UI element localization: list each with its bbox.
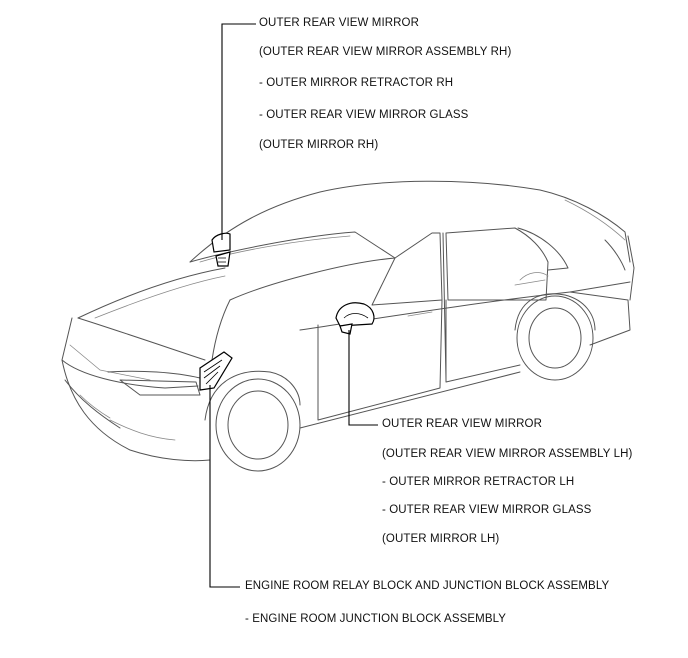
rh-mirror-glass-label: - OUTER REAR VIEW MIRROR GLASS (259, 109, 469, 121)
lh-mirror-part (335, 302, 375, 335)
lh-mirror-glass-sub-label: (OUTER MIRROR LH) (382, 533, 500, 545)
lh-mirror-title: OUTER REAR VIEW MIRROR (382, 418, 543, 430)
car-outline (61, 180, 635, 472)
lh-mirror-assembly-label: (OUTER REAR VIEW MIRROR ASSEMBLY LH) (382, 448, 633, 460)
rh-mirror-assembly-label: (OUTER REAR VIEW MIRROR ASSEMBLY RH) (259, 46, 512, 58)
rh-mirror-leader-line (221, 23, 256, 240)
engine-room-block-part (199, 351, 233, 391)
engine-room-block-title: ENGINE ROOM RELAY BLOCK AND JUNCTION BLO… (245, 580, 610, 592)
lh-mirror-retractor-label: - OUTER MIRROR RETRACTOR LH (382, 476, 575, 488)
rh-mirror-glass-sub-label: (OUTER MIRROR RH) (259, 139, 379, 151)
rh-mirror-part (211, 232, 231, 267)
engine-room-junction-block-label: - ENGINE ROOM JUNCTION BLOCK ASSEMBLY (245, 613, 507, 625)
engine-room-leader-line (209, 385, 240, 588)
rh-mirror-title: OUTER REAR VIEW MIRROR (259, 17, 420, 29)
lh-mirror-glass-label: - OUTER REAR VIEW MIRROR GLASS (382, 504, 592, 516)
lh-mirror-leader-line (348, 330, 378, 426)
rh-mirror-retractor-label: - OUTER MIRROR RETRACTOR RH (259, 77, 454, 89)
